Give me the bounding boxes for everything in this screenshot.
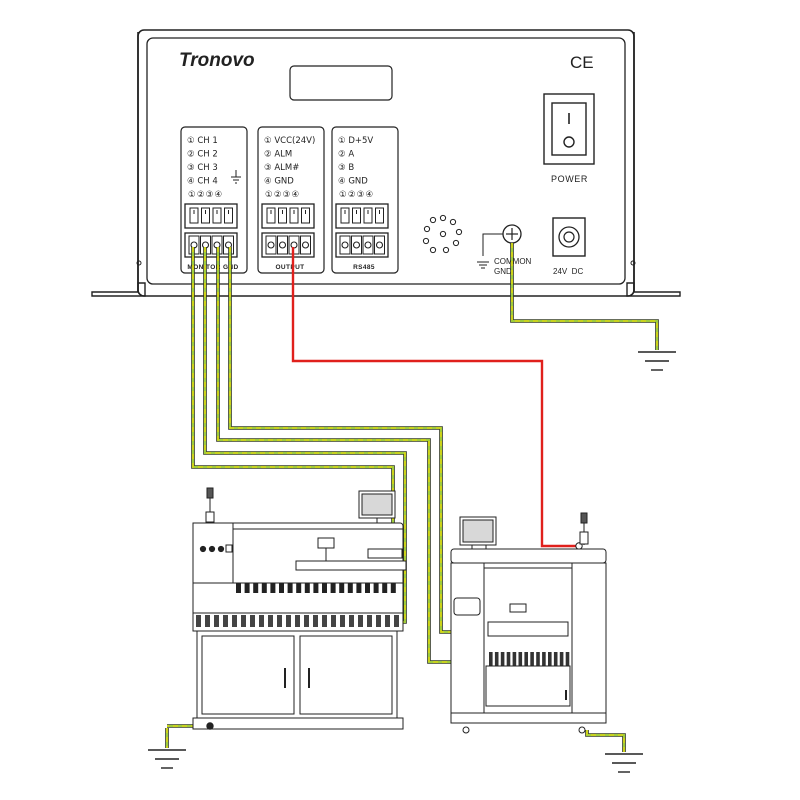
- ground-icon: [605, 753, 643, 773]
- connector-2-lower-plug[interactable]: [261, 232, 315, 258]
- connector-2-upper-plug[interactable]: [261, 203, 315, 229]
- connector-2-pin-desc-4: ④ GND: [264, 177, 294, 187]
- connector-1-pin-desc-1: ① CH 1: [187, 136, 218, 146]
- dc-jack-icon: [558, 226, 580, 248]
- connector-1-upper-plug[interactable]: [184, 203, 238, 229]
- ground-icon: [477, 261, 489, 269]
- ce-mark: CE: [570, 53, 594, 72]
- connector-panel-1: ① CH 1 ② CH 2 ③ CH 3 ④ CH 4 ①②③④ MONITOR GND: [180, 126, 248, 274]
- connector-1-pin-desc-4: ④ CH 4: [187, 177, 218, 187]
- display-window: [289, 65, 393, 101]
- connector-2-label: OUTPUT: [275, 264, 304, 271]
- connector-panel-2: ① VCC(24V) ② ALM ③ ALM# ④ GND ①②③④ OUTPUT: [257, 126, 325, 274]
- pick-and-place-machine-left: [192, 487, 407, 730]
- connector-3-label: RS485: [353, 264, 375, 271]
- connector-2-pin-numbers: ①②③④: [265, 190, 300, 200]
- connector-2-pin-desc-1: ① VCC(24V): [264, 136, 315, 146]
- common-gnd-label-2: GND: [494, 267, 512, 276]
- connector-3-lower-plug[interactable]: [335, 232, 389, 258]
- speaker-grille-icon: [422, 214, 463, 254]
- connector-1-pin-numbers: ①②③④: [188, 190, 223, 200]
- machine2-ground-wire: [585, 730, 626, 752]
- ground-icon: [231, 170, 241, 184]
- dc-jack[interactable]: [552, 217, 586, 257]
- dc-label: 24V DC: [553, 267, 583, 276]
- alarm-wire: [291, 247, 579, 548]
- pick-and-place-machine-right: [450, 512, 607, 734]
- common-ground-wire: [510, 243, 659, 350]
- connector-1-pin-desc-3: ③ CH 3: [187, 163, 218, 173]
- connector-1-lower-plug[interactable]: [184, 232, 238, 258]
- monitor-device: Tronovo CE POWER 24V DC: [91, 29, 681, 297]
- monitor-icon: [358, 490, 396, 528]
- connector-2-pin-desc-3: ③ ALM#: [264, 163, 299, 173]
- connector-2-pin-desc-2: ② ALM: [264, 150, 292, 160]
- connector-3-upper-plug[interactable]: [335, 203, 389, 229]
- power-label: POWER: [551, 174, 588, 184]
- connector-1-label: MONITOR GND: [187, 264, 238, 271]
- connector-3-pin-desc-3: ③ B: [338, 163, 354, 173]
- connector-3-pin-desc-1: ① D+5V: [338, 136, 373, 146]
- connector-3-pin-numbers: ①②③④: [339, 190, 374, 200]
- monitor-icon: [459, 516, 497, 550]
- connector-panel-3: ① D+5V ② A ③ B ④ GND ①②③④ RS485: [331, 126, 399, 274]
- brand-logo: Tronovo: [179, 50, 255, 71]
- power-switch[interactable]: [543, 93, 595, 165]
- screw-terminal-icon[interactable]: [502, 224, 522, 244]
- ground-icon: [148, 749, 186, 769]
- ground-icon: [638, 351, 676, 371]
- connector-3-pin-desc-2: ② A: [338, 150, 354, 160]
- connector-1-pin-desc-2: ② CH 2: [187, 150, 218, 160]
- connector-3-pin-desc-4: ④ GND: [338, 177, 368, 187]
- rocker-switch-icon: [551, 102, 587, 156]
